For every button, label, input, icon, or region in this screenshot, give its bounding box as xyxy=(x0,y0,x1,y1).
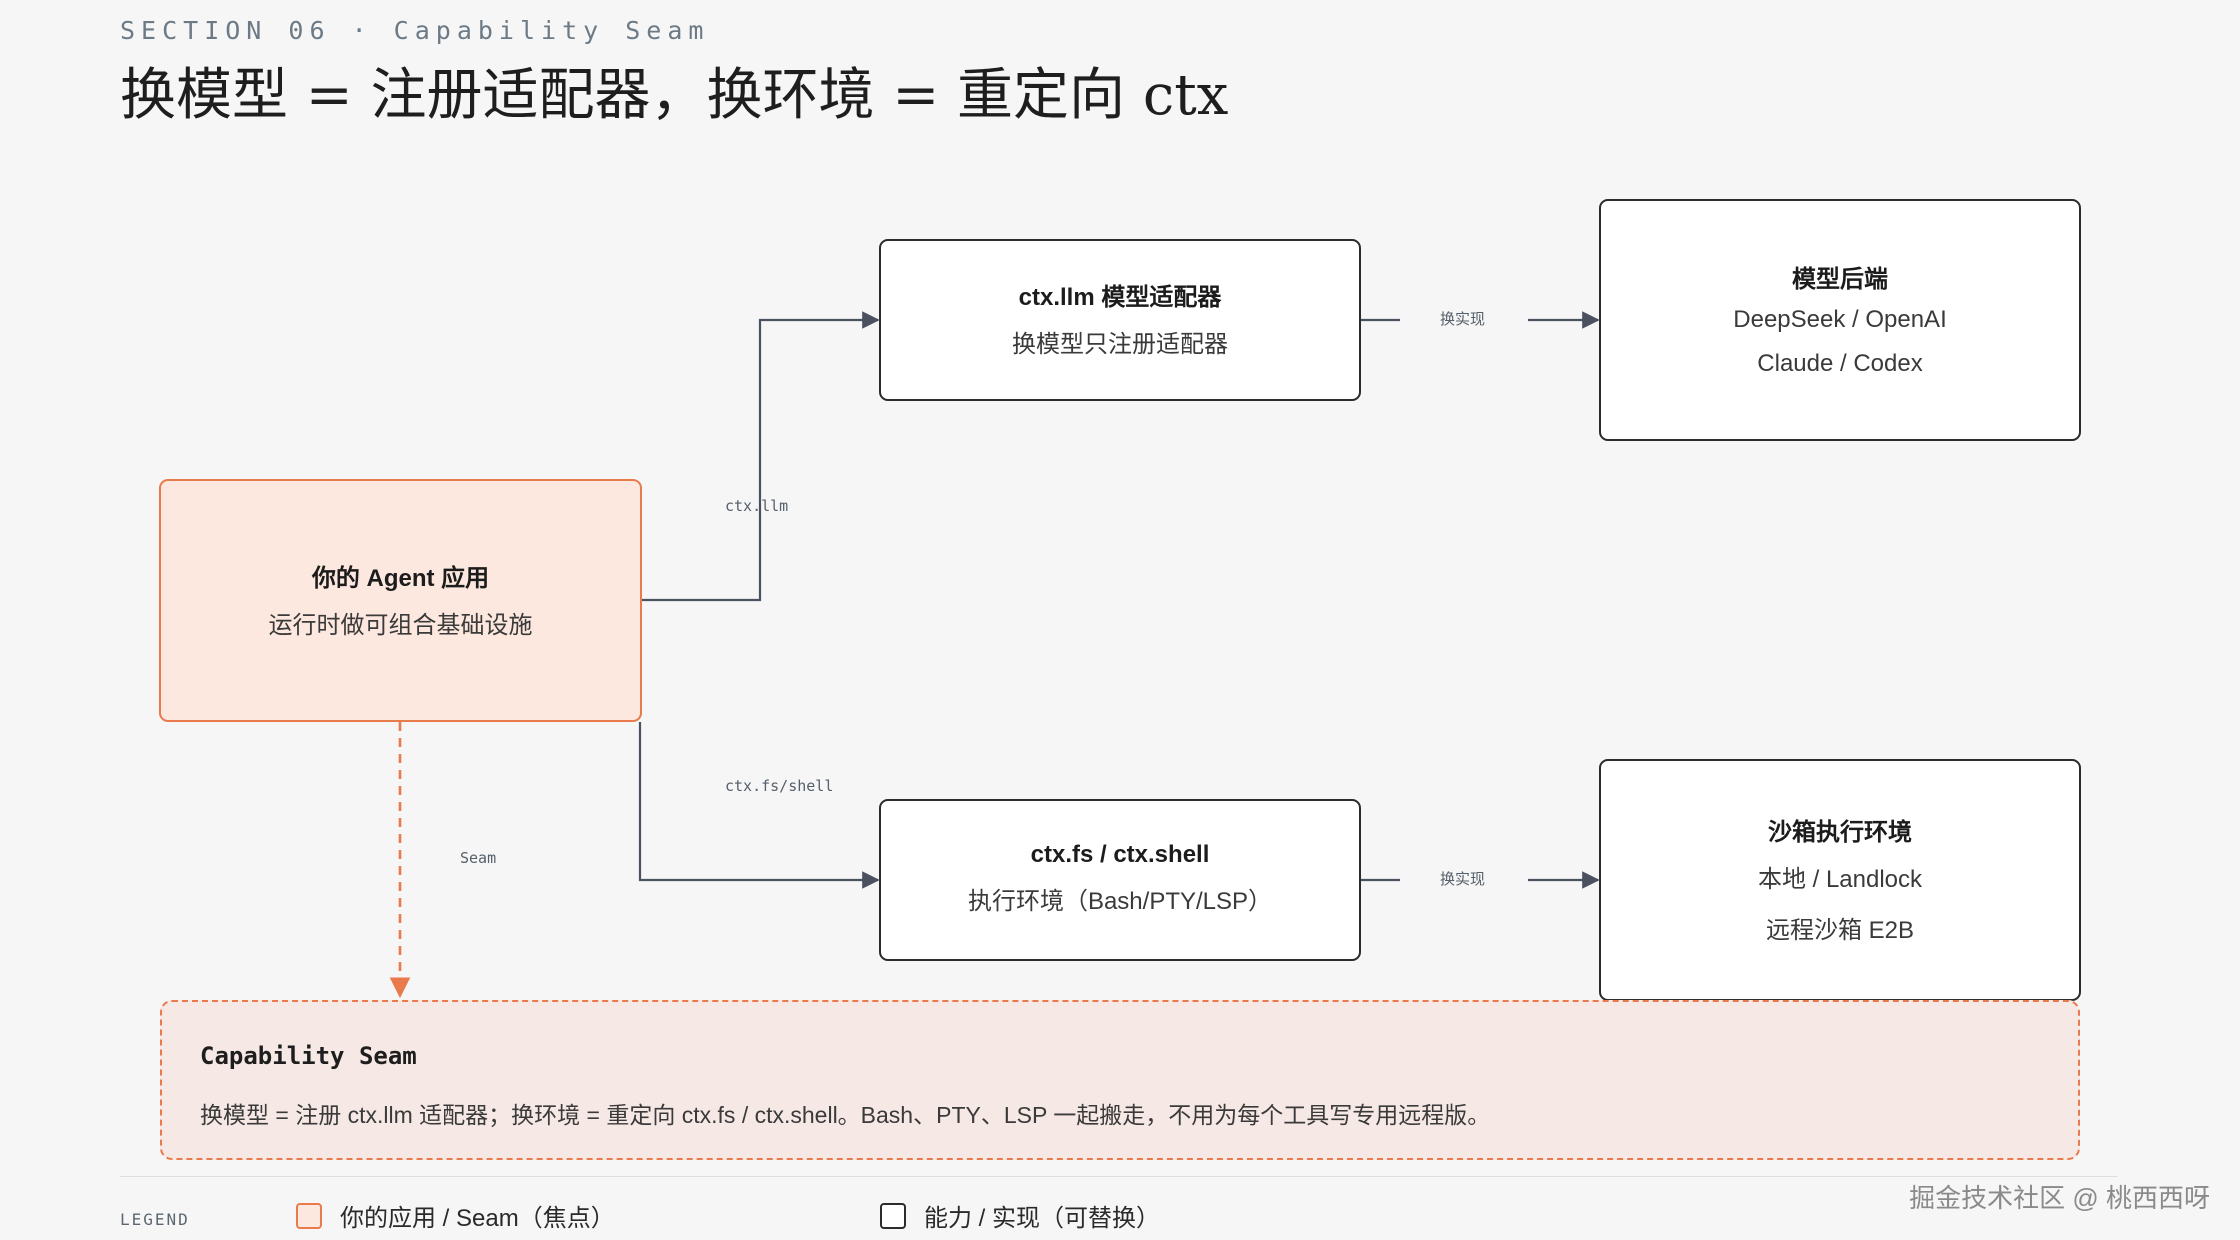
edge-label-swap-impl-top: 换实现 xyxy=(1440,310,1486,328)
legend-title: LEGEND xyxy=(120,1210,190,1229)
legend-label-focus: 你的应用 / Seam（焦点） xyxy=(340,1205,615,1232)
node-agent-app-title: 你的 Agent 应用 xyxy=(311,564,490,592)
node-agent-app-subtitle: 运行时做可组合基础设施 xyxy=(268,611,533,639)
node-sandbox-title: 沙箱执行环境 xyxy=(1768,818,1912,846)
capability-seam-panel: Capability Seam 换模型 = 注册 ctx.llm 适配器；换环境… xyxy=(160,1000,2080,1160)
node-llm-adapter: ctx.llm 模型适配器 换模型只注册适配器 xyxy=(879,239,1361,401)
node-model-backend-line2: Claude / Codex xyxy=(1757,349,1923,377)
legend-item-replaceable: 能力 / 实现（可替换） xyxy=(880,1198,1160,1233)
legend-label-replaceable: 能力 / 实现（可替换） xyxy=(924,1205,1161,1232)
capability-seam-title: Capability Seam xyxy=(200,1042,417,1070)
node-model-backend-title: 模型后端 xyxy=(1792,265,1888,293)
node-model-backend-line1: DeepSeek / OpenAI xyxy=(1733,305,1947,333)
node-llm-adapter-title: ctx.llm 模型适配器 xyxy=(1018,284,1222,311)
node-agent-app: 你的 Agent 应用 运行时做可组合基础设施 xyxy=(159,479,642,722)
node-sandbox-line2: 远程沙箱 E2B xyxy=(1765,916,1915,944)
edge-app-to-llm xyxy=(642,311,880,602)
edge-label-seam: Seam xyxy=(460,849,497,867)
node-sandbox-line1: 本地 / Landlock xyxy=(1757,865,1923,893)
watermark: 掘金技术社区 @ 桃西西呀 xyxy=(1909,1183,2210,1213)
edge-label-swap-impl-bottom: 换实现 xyxy=(1440,870,1486,888)
edge-label-ctx-fs-shell: ctx.fs/shell xyxy=(725,777,834,795)
capability-seam-description: 换模型 = 注册 ctx.llm 适配器；换环境 = 重定向 ctx.fs / … xyxy=(200,1102,1491,1128)
legend-item-focus: 你的应用 / Seam（焦点） xyxy=(296,1198,615,1233)
section-eyebrow: SECTION 06 · Capability Seam xyxy=(120,16,710,45)
legend-swatch-plain xyxy=(880,1202,906,1229)
node-sandbox: 沙箱执行环境 本地 / Landlock 远程沙箱 E2B xyxy=(1599,759,2081,1001)
node-model-backend: 模型后端 DeepSeek / OpenAI Claude / Codex xyxy=(1599,199,2081,441)
edge-app-to-fs xyxy=(638,722,880,889)
legend-divider xyxy=(120,1176,2118,1177)
legend-swatch-accent xyxy=(296,1202,322,1229)
node-fs-shell-subtitle: 执行环境（Bash/PTY/LSP） xyxy=(967,887,1273,915)
page-title: 换模型 = 注册适配器，换环境 = 重定向 ctx xyxy=(120,63,1229,128)
node-llm-adapter-subtitle: 换模型只注册适配器 xyxy=(1012,331,1228,358)
node-fs-shell-title: ctx.fs / ctx.shell xyxy=(1030,840,1210,868)
edge-label-ctx-llm: ctx.llm xyxy=(725,497,789,515)
node-fs-shell: ctx.fs / ctx.shell 执行环境（Bash/PTY/LSP） xyxy=(879,799,1361,961)
